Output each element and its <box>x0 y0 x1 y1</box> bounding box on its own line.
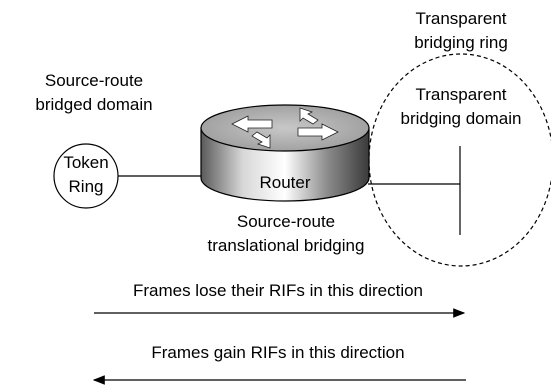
source-route-domain-label-line2: bridged domain <box>35 95 152 114</box>
token-ring-icon <box>53 143 119 209</box>
transparent-ring-label-line2: bridging ring <box>414 33 508 52</box>
router-label: Router <box>259 173 310 192</box>
router-icon <box>200 104 370 202</box>
source-route-domain-label-line1: Source-route <box>45 71 143 90</box>
transparent-domain-label-line1: Transparent <box>415 85 506 104</box>
frames-gain-label: Frames gain RIFs in this direction <box>151 343 404 362</box>
token-ring-label-line2: Ring <box>69 177 104 196</box>
frames-lose-label: Frames lose their RIFs in this direction <box>133 281 423 300</box>
srtb-label-line2: translational bridging <box>208 236 365 255</box>
token-ring-label-line1: Token <box>63 153 108 172</box>
srtb-label-line1: Source-route <box>237 212 335 231</box>
transparent-ring-label-line1: Transparent <box>415 9 506 28</box>
transparent-domain-label-line2: bridging domain <box>401 109 522 128</box>
